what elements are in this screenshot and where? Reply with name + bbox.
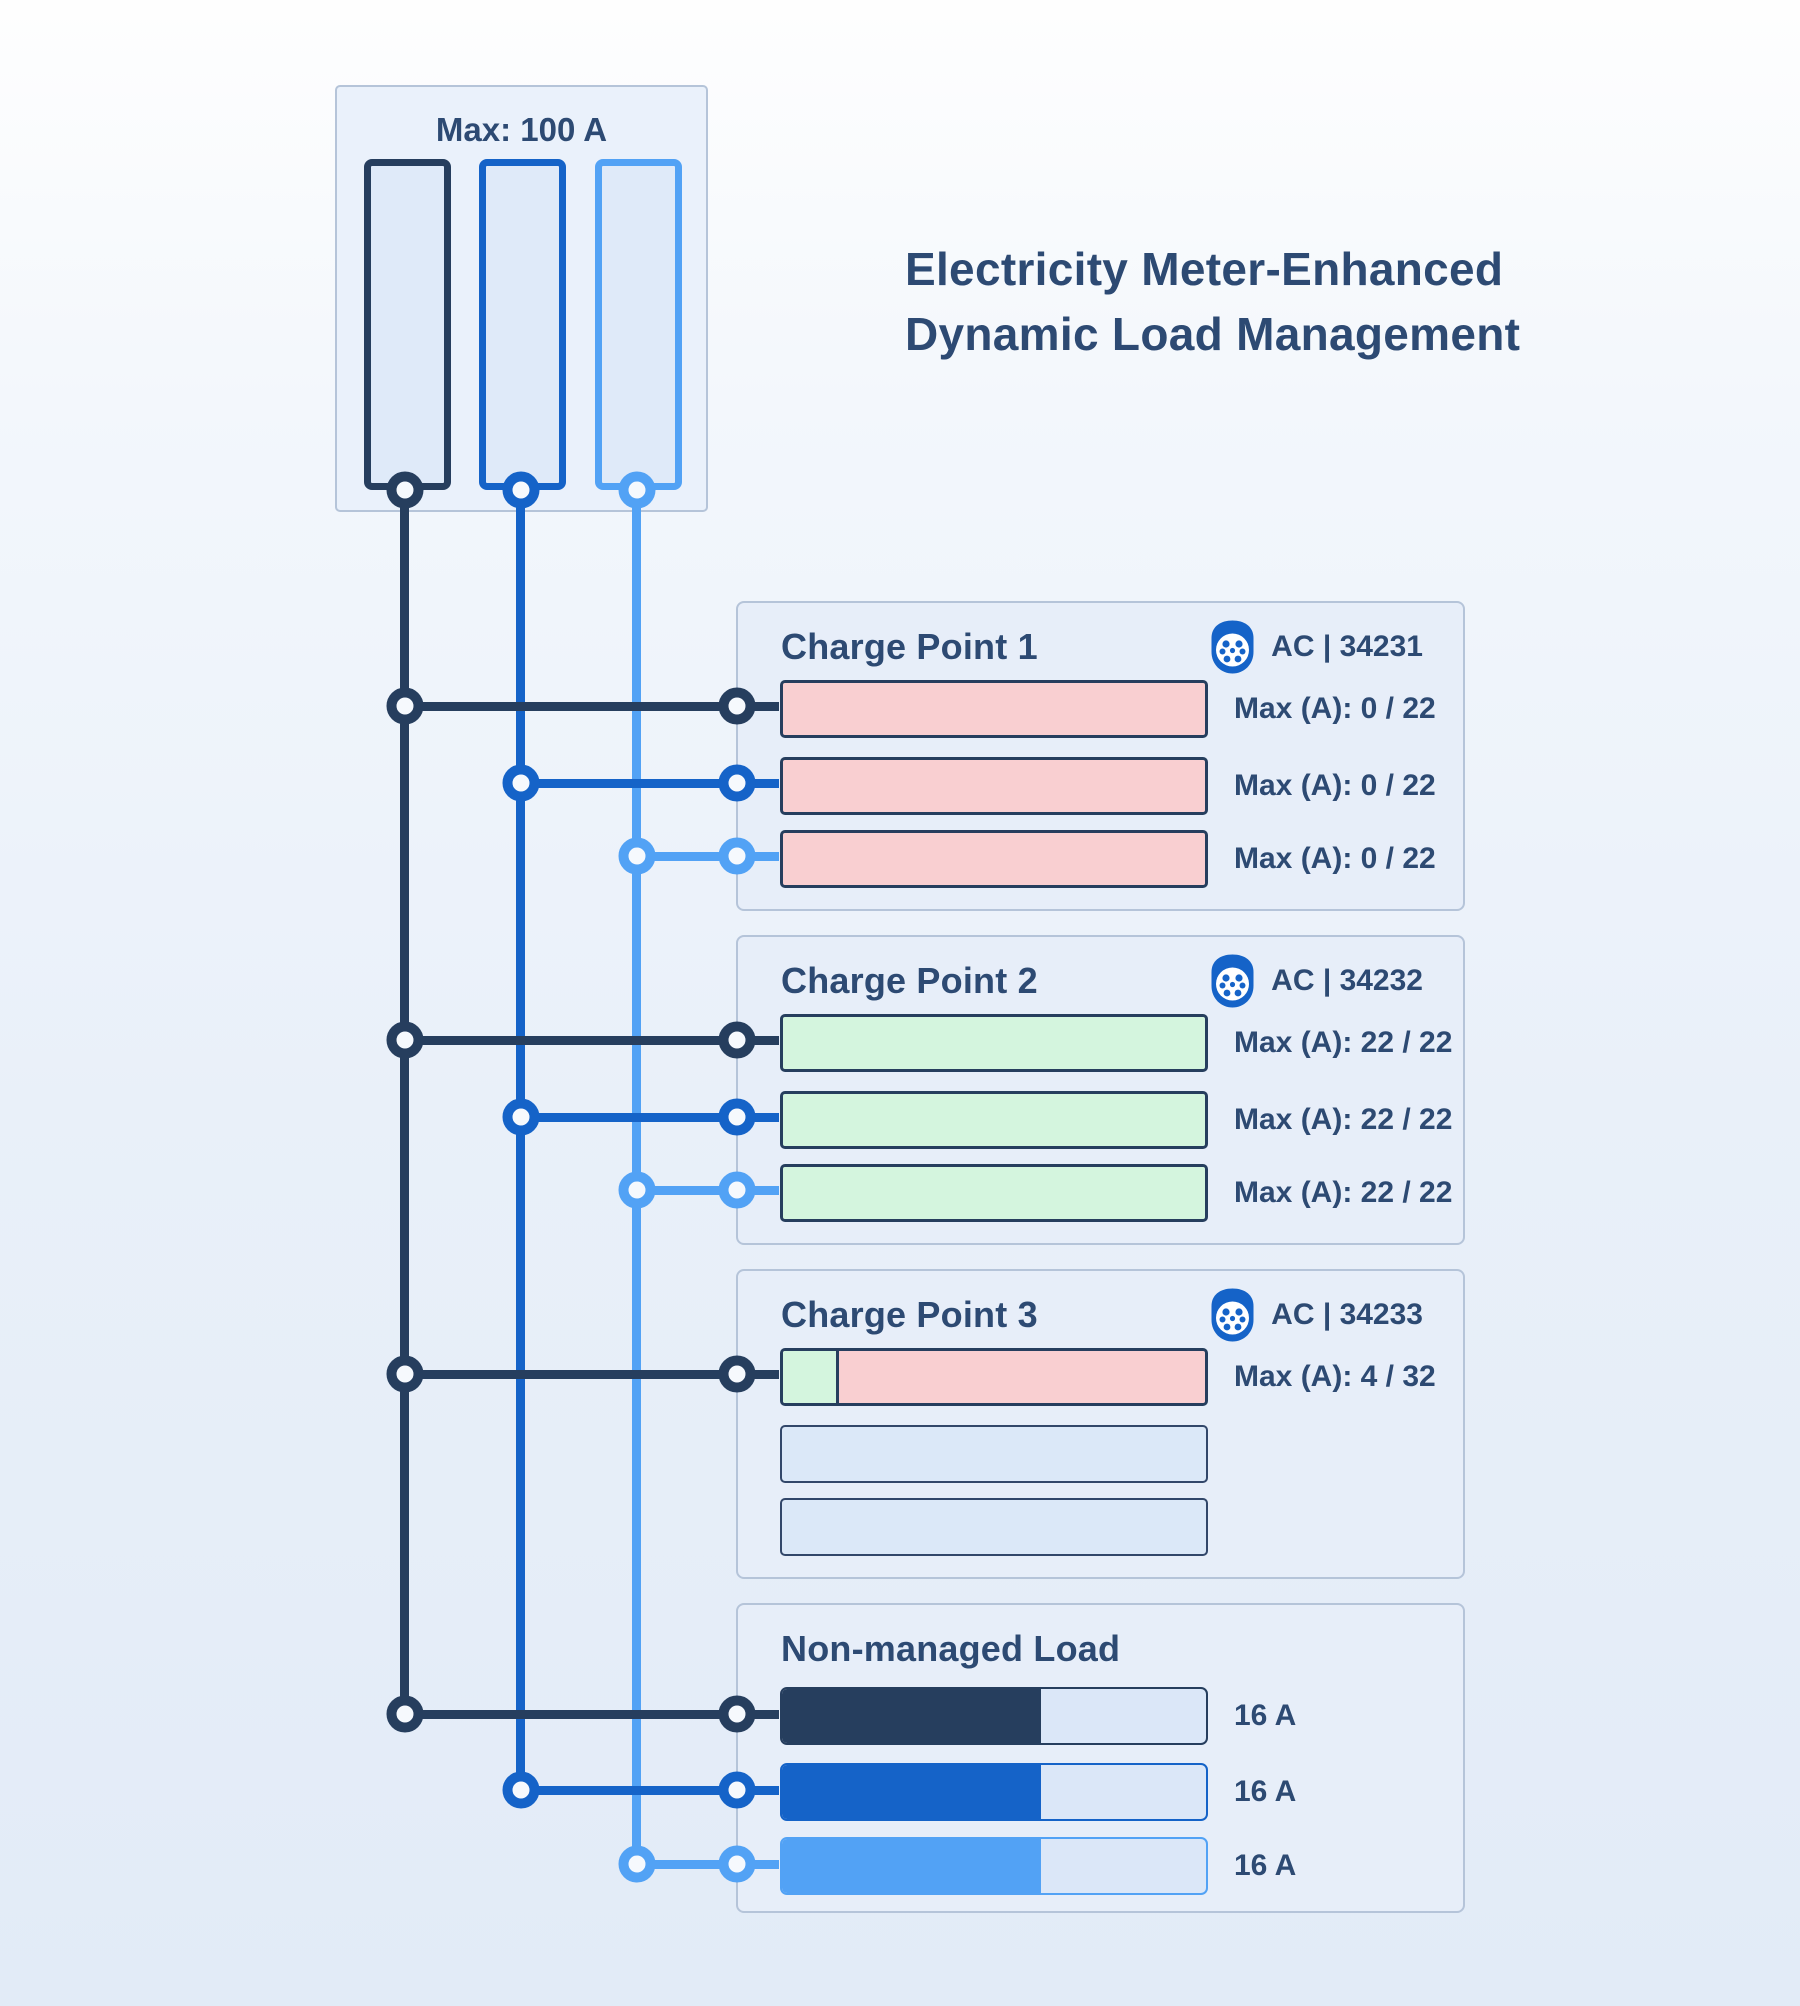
wire-cp2-phase1: [401, 1036, 779, 1045]
electricity-meter-box: Max: 100 A: [335, 85, 708, 512]
charge-row: Max (A): 0 / 22: [780, 680, 1440, 738]
node-cp2-row2: [718, 1098, 756, 1136]
phase1-allocation-bar: [780, 1014, 1208, 1072]
node-cp1-row3: [718, 837, 756, 875]
allocation-label: Max (A): 0 / 22: [1234, 842, 1436, 875]
connector-info: AC | 34231: [1210, 619, 1423, 675]
load-label: 16 A: [1234, 1775, 1297, 1808]
node-cp3-row1: [718, 1355, 756, 1393]
card-charge-point-3: Charge Point 3 AC | 34233 Max (A): 4 / 3…: [736, 1269, 1465, 1579]
junction-cp3-phase1: [386, 1355, 424, 1393]
connector-id-label: AC | 34231: [1271, 630, 1423, 663]
phase3-load-bar: [780, 1837, 1208, 1895]
ev-type2-connector-icon: [1211, 954, 1254, 1008]
load-fill: [782, 1765, 1041, 1819]
load-row: 16 A: [780, 1763, 1440, 1821]
wire-nm-phase2: [517, 1786, 779, 1795]
charge-row: Max (A): 4 / 32: [780, 1348, 1440, 1406]
phase-2-line: [516, 490, 525, 1790]
connector-info: AC | 34232: [1210, 953, 1423, 1009]
page-title-line-2: Dynamic Load Management: [905, 308, 1521, 361]
wire-cp2-phase2: [517, 1113, 779, 1122]
charge-row: Max (A): 22 / 22: [780, 1164, 1452, 1222]
load-row: 16 A: [780, 1837, 1440, 1895]
junction-nm-phase3: [618, 1845, 656, 1883]
node-nm-row3: [718, 1845, 756, 1883]
connector-info: AC | 34233: [1210, 1287, 1423, 1343]
allocation-label: Max (A): 22 / 22: [1234, 1176, 1453, 1209]
page-title: Electricity Meter-Enhanced Dynamic Load …: [905, 237, 1520, 368]
allocation-label: Max (A): 0 / 22: [1234, 769, 1436, 802]
allocation-label: Max (A): 0 / 22: [1234, 692, 1436, 725]
phase1-allocation-bar: [780, 1348, 1208, 1406]
charge-row: Max (A): 0 / 22: [780, 830, 1440, 888]
allocation-label: Max (A): 22 / 22: [1234, 1103, 1453, 1136]
card-title: Charge Point 3: [781, 1294, 1038, 1335]
phase2-inactive-bar: [780, 1425, 1208, 1483]
meter-node-phase3: [618, 471, 656, 509]
load-fill: [782, 1839, 1041, 1893]
junction-cp2-phase2: [502, 1098, 540, 1136]
node-cp2-row3: [718, 1171, 756, 1209]
junction-cp2-phase3: [618, 1171, 656, 1209]
junction-cp1-phase2: [502, 764, 540, 802]
node-cp2-row1: [718, 1021, 756, 1059]
connector-id-label: AC | 34232: [1271, 964, 1423, 997]
junction-cp1-phase1: [386, 687, 424, 725]
ev-type2-connector-icon: [1211, 1288, 1254, 1342]
charge-row: Max (A): 0 / 22: [780, 757, 1440, 815]
meter-phase-3-bar: [595, 159, 682, 490]
card-charge-point-2: Charge Point 2 AC | 34232 Max (A): 22 / …: [736, 935, 1465, 1245]
allocation-label: Max (A): 22 / 22: [1234, 1026, 1453, 1059]
allocation-label: Max (A): 4 / 32: [1234, 1360, 1436, 1393]
connector-id-label: AC | 34233: [1271, 1298, 1423, 1331]
node-nm-row2: [718, 1771, 756, 1809]
meter-phase-2-bar: [479, 159, 566, 490]
junction-cp1-phase3: [618, 837, 656, 875]
junction-nm-phase2: [502, 1771, 540, 1809]
load-fill: [782, 1689, 1041, 1743]
charge-row: Max (A): 22 / 22: [780, 1014, 1452, 1072]
node-cp1-row1: [718, 687, 756, 725]
phase1-load-bar: [780, 1687, 1208, 1745]
phase2-allocation-bar: [780, 757, 1208, 815]
charge-row: [780, 1498, 1440, 1556]
junction-cp2-phase1: [386, 1021, 424, 1059]
node-nm-row1: [718, 1695, 756, 1733]
load-label: 16 A: [1234, 1849, 1297, 1882]
charge-row: Max (A): 22 / 22: [780, 1091, 1452, 1149]
card-charge-point-1: Charge Point 1 AC | 34231 Max (A): 0 / 2…: [736, 601, 1465, 911]
page-title-line-1: Electricity Meter-Enhanced: [905, 243, 1504, 295]
wire-nm-phase1: [401, 1710, 779, 1719]
wire-cp1-phase1: [401, 702, 779, 711]
meter-max-label: Max: 100 A: [435, 111, 608, 148]
meter-phase-1-bar: [364, 159, 451, 490]
allocated-portion: [783, 1351, 839, 1403]
phase-1-line: [400, 490, 409, 1714]
card-title: Charge Point 1: [781, 626, 1038, 667]
card-non-managed-load: Non-managed Load 16 A 16 A 16 A: [736, 1603, 1465, 1913]
phase1-allocation-bar: [780, 680, 1208, 738]
phase3-inactive-bar: [780, 1498, 1208, 1556]
wire-cp1-phase2: [517, 779, 779, 788]
phase2-allocation-bar: [780, 1091, 1208, 1149]
node-cp1-row2: [718, 764, 756, 802]
ev-type2-connector-icon: [1211, 620, 1254, 674]
wire-cp3-phase1: [401, 1370, 779, 1379]
phase2-load-bar: [780, 1763, 1208, 1821]
load-label: 16 A: [1234, 1699, 1297, 1732]
charge-row: [780, 1425, 1440, 1483]
phase3-allocation-bar: [780, 1164, 1208, 1222]
phase3-allocation-bar: [780, 830, 1208, 888]
meter-node-phase1: [386, 471, 424, 509]
wire-cp1-phase3: [633, 852, 779, 861]
meter-node-phase2: [502, 471, 540, 509]
junction-nm-phase1: [386, 1695, 424, 1733]
card-title: Charge Point 2: [781, 960, 1038, 1001]
wire-nm-phase3: [633, 1860, 779, 1869]
card-title: Non-managed Load: [781, 1628, 1121, 1669]
wire-cp2-phase3: [633, 1186, 779, 1195]
load-row: 16 A: [780, 1687, 1440, 1745]
